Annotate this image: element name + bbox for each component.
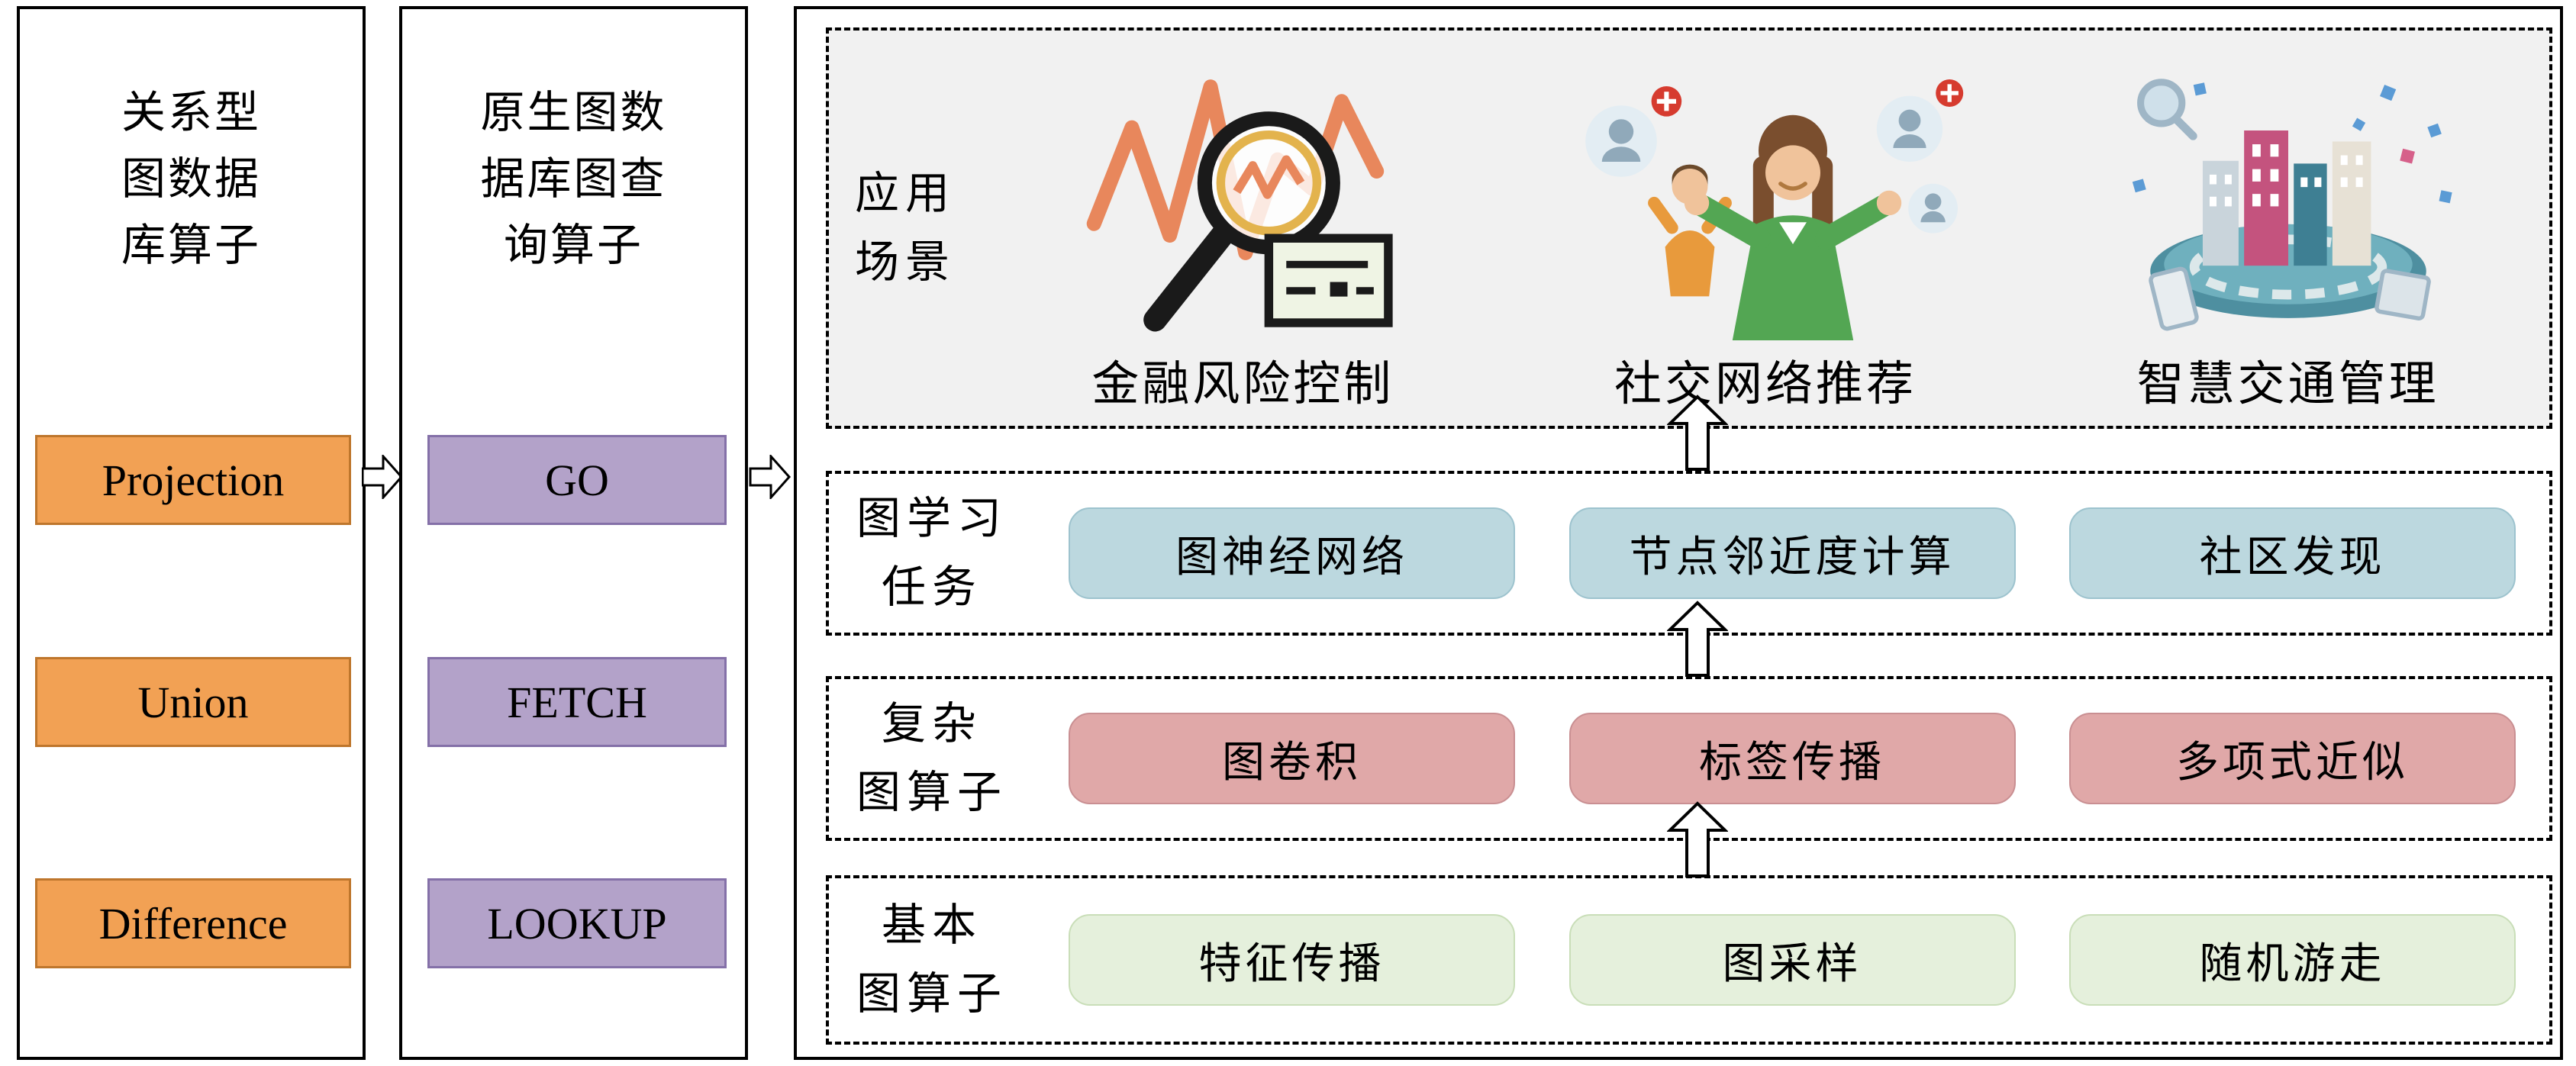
- social-network-illustration: [1559, 66, 1971, 340]
- operator-box-projection: Projection: [35, 435, 351, 525]
- native-panel-title: 原生图数 据库图查 询算子: [480, 88, 667, 270]
- task-box-gnn: 图神经网络: [1069, 507, 1515, 599]
- up-block-arrow-icon: [1667, 395, 1728, 471]
- operator-box-polynomial-approx: 多项式近似: [2069, 713, 2516, 804]
- operator-box-difference: Difference: [35, 878, 351, 968]
- layer-label-graph-learning: 图学习 任务: [856, 494, 1008, 612]
- layer-label-application: 应用 场景: [854, 169, 956, 287]
- layer-label-complex-operators: 复杂 图算子: [856, 699, 1008, 817]
- right-block-arrow-icon: [749, 455, 791, 499]
- up-block-arrow-icon: [1667, 801, 1728, 878]
- layer-complex-operators: 复杂 图算子 图卷积 标签传播 多项式近似: [826, 676, 2552, 841]
- layer-application-scenarios: 应用 场景: [826, 27, 2552, 429]
- scenario-caption: 社交网络推荐: [1614, 359, 1917, 411]
- scenario-financial-risk: 金融风险控制: [982, 31, 1504, 426]
- complex-operator-boxes: 图卷积 标签传播 多项式近似: [1035, 713, 2549, 804]
- layer-basic-operators: 基本 图算子 特征传播 图采样 随机游走: [826, 875, 2552, 1045]
- task-box-node-proximity: 节点邻近度计算: [1568, 507, 2016, 599]
- right-block-arrow-icon: [362, 455, 403, 499]
- graph-learning-boxes: 图神经网络 节点邻近度计算 社区发现: [1035, 507, 2549, 599]
- native-graph-operators-panel: 原生图数 据库图查 询算子 GO FETCH LOOKUP: [399, 6, 748, 1060]
- scenario-social-network: 社交网络推荐: [1504, 31, 2027, 426]
- financial-risk-illustration: [1082, 49, 1403, 340]
- scenario-caption: 金融风险控制: [1091, 359, 1394, 411]
- up-block-arrow-icon: [1667, 601, 1728, 677]
- operator-box-graph-convolution: 图卷积: [1069, 713, 1515, 804]
- scenario-list: 金融风险控制: [982, 31, 2549, 426]
- layer-graph-learning-tasks: 图学习 任务 图神经网络 节点邻近度计算 社区发现: [826, 471, 2552, 636]
- operator-box-go: GO: [427, 435, 727, 525]
- smart-traffic-illustration: [2109, 64, 2468, 340]
- scenario-smart-traffic: 智慧交通管理: [2026, 31, 2549, 426]
- operator-box-lookup: LOOKUP: [427, 878, 727, 968]
- operator-box-graph-sampling: 图采样: [1568, 914, 2016, 1006]
- scenario-caption: 智慧交通管理: [2136, 359, 2439, 411]
- operator-box-union: Union: [35, 657, 351, 747]
- operator-box-random-walk: 随机游走: [2069, 914, 2516, 1006]
- layer-label-basic-operators: 基本 图算子: [856, 900, 1008, 1019]
- relational-operators-panel: 关系型 图数据 库算子 Projection Union Difference: [17, 6, 366, 1060]
- graph-stack-panel: 应用 场景: [794, 6, 2563, 1060]
- relational-panel-title: 关系型 图数据 库算子: [121, 88, 261, 270]
- basic-operator-boxes: 特征传播 图采样 随机游走: [1035, 914, 2549, 1006]
- operator-box-fetch: FETCH: [427, 657, 727, 747]
- task-box-community-detection: 社区发现: [2069, 507, 2516, 599]
- operator-box-feature-propagation: 特征传播: [1069, 914, 1515, 1006]
- operator-box-label-propagation: 标签传播: [1568, 713, 2016, 804]
